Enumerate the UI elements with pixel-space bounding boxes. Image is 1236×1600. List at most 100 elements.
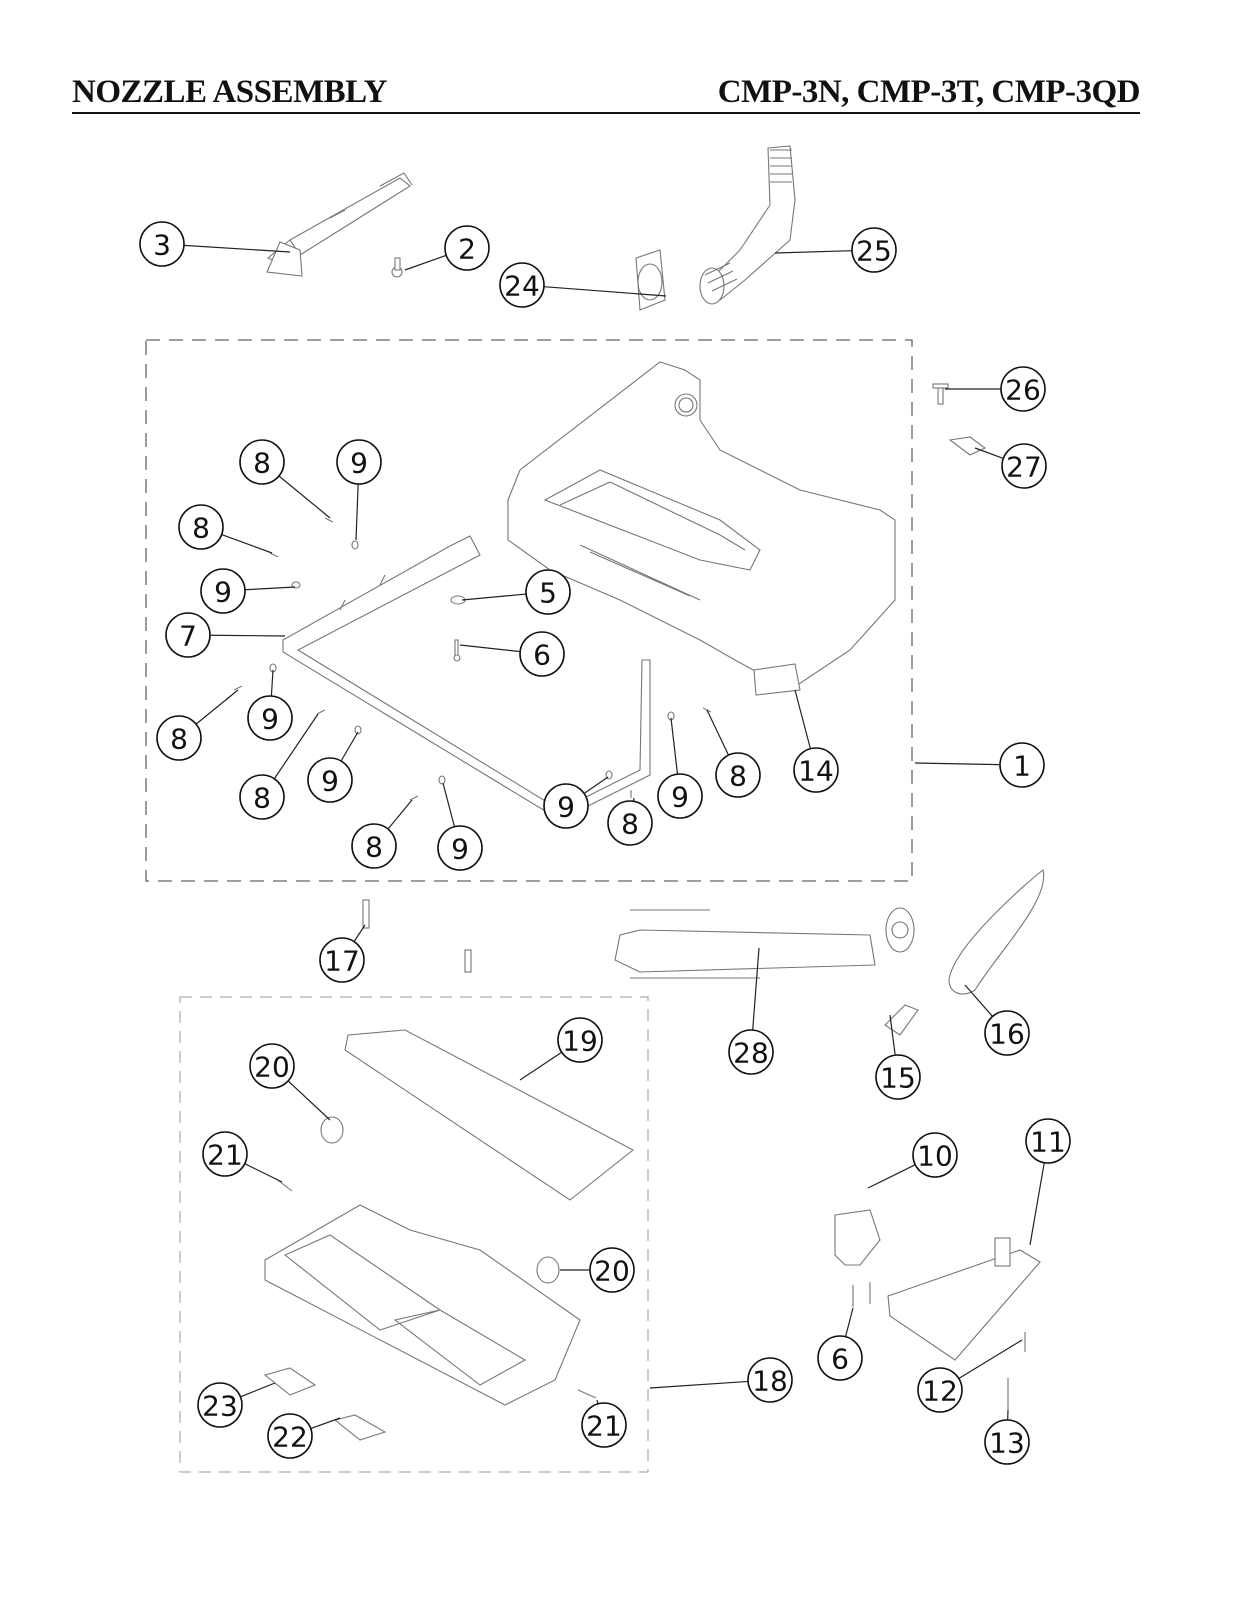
part-16-belt[interactable] bbox=[948, 869, 1045, 995]
callout-bubble bbox=[543, 783, 589, 829]
callout-11[interactable]: 11 bbox=[1025, 1118, 1071, 1246]
callout-21[interactable]: 21 bbox=[202, 1131, 283, 1183]
part-28-brushroll[interactable] bbox=[614, 907, 915, 979]
callout-number: 16 bbox=[989, 1018, 1025, 1051]
part-2-screw[interactable] bbox=[391, 257, 403, 278]
part-20-wheel[interactable] bbox=[320, 1116, 344, 1144]
callout-22[interactable]: 22 bbox=[267, 1413, 341, 1459]
callout-28[interactable]: 28 bbox=[728, 947, 774, 1075]
leader-line bbox=[355, 483, 359, 541]
leader-line bbox=[649, 1380, 749, 1389]
part-3-tube[interactable] bbox=[266, 172, 413, 277]
part-11-post bbox=[994, 1237, 1011, 1267]
callout-27[interactable]: 27 bbox=[974, 443, 1047, 489]
callout-8[interactable]: 8 bbox=[239, 713, 319, 820]
callout-6[interactable]: 6 bbox=[459, 631, 565, 677]
callout-8[interactable]: 8 bbox=[239, 439, 331, 519]
callout-9[interactable]: 9 bbox=[543, 776, 609, 829]
callout-bubble bbox=[351, 823, 397, 869]
leader-line bbox=[459, 644, 521, 653]
callout-9[interactable]: 9 bbox=[307, 731, 359, 803]
callout-8[interactable]: 8 bbox=[178, 504, 273, 554]
callout-bubble bbox=[336, 439, 382, 485]
callout-23[interactable]: 23 bbox=[197, 1382, 276, 1428]
part-18-base-plate[interactable] bbox=[264, 1204, 581, 1406]
callout-number: 14 bbox=[798, 755, 834, 788]
part-6-screws[interactable] bbox=[852, 1282, 871, 1307]
callout-24[interactable]: 24 bbox=[499, 262, 667, 308]
callout-9[interactable]: 9 bbox=[657, 717, 703, 819]
part-1-nozzle-hood[interactable] bbox=[507, 361, 896, 691]
callout-bubble bbox=[589, 1247, 635, 1293]
part-15-clip[interactable] bbox=[884, 1004, 919, 1036]
part-25-elbow-hose[interactable] bbox=[699, 145, 796, 305]
part-20-wheel[interactable] bbox=[536, 1256, 560, 1284]
callout-8[interactable]: 8 bbox=[351, 799, 413, 869]
leader-line bbox=[794, 689, 811, 749]
callout-bubble bbox=[557, 1017, 603, 1063]
leader-line bbox=[519, 1051, 563, 1081]
part-23-latch[interactable] bbox=[263, 1367, 317, 1396]
part-14-plate[interactable] bbox=[753, 663, 801, 696]
callout-12[interactable]: 12 bbox=[917, 1339, 1023, 1413]
callout-bubble bbox=[307, 757, 353, 803]
callout-number: 20 bbox=[594, 1255, 630, 1288]
callout-16[interactable]: 16 bbox=[964, 984, 1030, 1056]
part-22-latch[interactable] bbox=[333, 1414, 387, 1441]
callout-bubble bbox=[239, 439, 285, 485]
part-21-pin[interactable] bbox=[577, 1389, 597, 1399]
callout-9[interactable]: 9 bbox=[247, 669, 293, 741]
callout-bubble bbox=[875, 1054, 921, 1100]
callout-number: 19 bbox=[562, 1025, 598, 1058]
leader-line bbox=[706, 709, 730, 756]
part-6-screw[interactable] bbox=[453, 639, 461, 662]
callout-number: 8 bbox=[365, 831, 383, 864]
callout-8[interactable]: 8 bbox=[156, 689, 239, 761]
callout-14[interactable]: 14 bbox=[793, 689, 839, 793]
part-27-bracket[interactable] bbox=[948, 436, 987, 456]
callout-17[interactable]: 17 bbox=[319, 924, 366, 983]
callout-20[interactable]: 20 bbox=[560, 1247, 635, 1293]
callout-bubble bbox=[197, 1382, 243, 1428]
callout-5[interactable]: 5 bbox=[461, 569, 571, 615]
callout-9[interactable]: 9 bbox=[336, 439, 382, 541]
callout-bubble bbox=[984, 1010, 1030, 1056]
part-26-screw[interactable] bbox=[932, 383, 949, 405]
leader-line bbox=[244, 1163, 283, 1183]
callout-number: 6 bbox=[831, 1343, 849, 1376]
callout-13[interactable]: 13 bbox=[984, 1409, 1030, 1465]
callout-18[interactable]: 18 bbox=[649, 1357, 793, 1403]
part-19-plate[interactable] bbox=[344, 1029, 635, 1201]
leader-line bbox=[583, 776, 609, 794]
callout-bubble bbox=[917, 1367, 963, 1413]
callout-15[interactable]: 15 bbox=[875, 1014, 921, 1100]
callout-26[interactable]: 26 bbox=[945, 366, 1046, 412]
part-10-bracket[interactable] bbox=[834, 1209, 881, 1266]
callout-21[interactable]: 21 bbox=[581, 1399, 627, 1448]
part-8-screws[interactable] bbox=[233, 517, 712, 801]
part-24-collar[interactable] bbox=[635, 249, 666, 311]
callout-25[interactable]: 25 bbox=[774, 227, 897, 273]
callout-8[interactable]: 8 bbox=[607, 797, 653, 846]
part-17-pins[interactable] bbox=[362, 899, 472, 973]
callout-1[interactable]: 1 bbox=[914, 742, 1045, 788]
callout-19[interactable]: 19 bbox=[519, 1017, 603, 1081]
callout-7[interactable]: 7 bbox=[165, 612, 286, 658]
callout-number: 17 bbox=[324, 945, 360, 978]
callout-2[interactable]: 2 bbox=[404, 225, 490, 271]
callout-bubble bbox=[793, 747, 839, 793]
callout-6[interactable]: 6 bbox=[817, 1307, 863, 1381]
callout-number: 25 bbox=[856, 235, 892, 268]
leader-line bbox=[353, 924, 366, 942]
callout-9[interactable]: 9 bbox=[437, 782, 483, 871]
callout-bubble bbox=[444, 225, 490, 271]
callout-number: 26 bbox=[1005, 374, 1041, 407]
callout-number: 7 bbox=[179, 620, 197, 653]
callout-20[interactable]: 20 bbox=[249, 1043, 331, 1121]
callout-10[interactable]: 10 bbox=[867, 1132, 958, 1189]
callout-9[interactable]: 9 bbox=[200, 568, 296, 614]
callout-8[interactable]: 8 bbox=[706, 709, 761, 798]
callout-bubble bbox=[139, 221, 185, 267]
callout-3[interactable]: 3 bbox=[139, 221, 291, 267]
